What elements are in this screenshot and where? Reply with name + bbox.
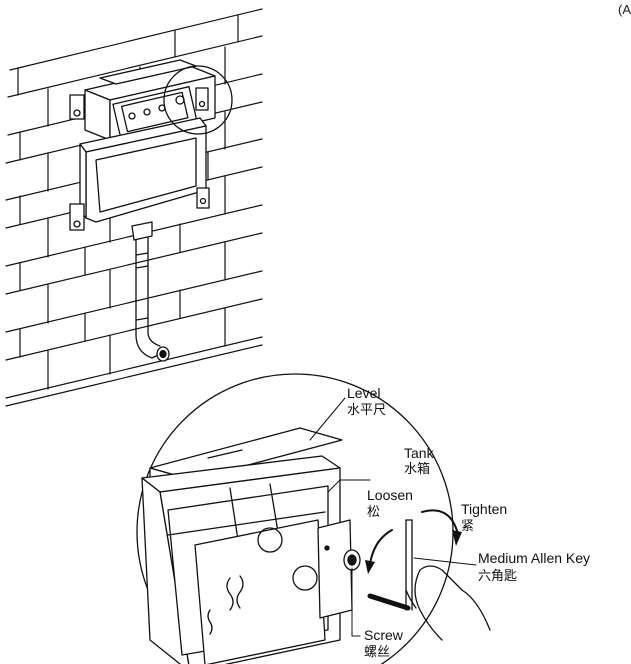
concealed-cistern xyxy=(69,59,233,362)
tighten-label: Tighten xyxy=(461,501,508,517)
allen-key xyxy=(367,519,413,611)
corner-text: (A xyxy=(618,2,631,17)
allen-key-label-zh: 六角匙 xyxy=(478,569,518,584)
tank-label-zh: 水箱 xyxy=(404,462,431,477)
hand xyxy=(405,565,491,641)
level-label: Level xyxy=(347,385,381,401)
detail-zoom xyxy=(136,373,454,664)
tank-label: Tank xyxy=(404,445,434,461)
loosen-label: Loosen xyxy=(367,487,413,503)
screw-label: Screw xyxy=(364,627,403,643)
tighten-arrow xyxy=(421,509,459,535)
allen-key-label: Medium Allen Key xyxy=(478,550,591,566)
loosen-label-zh: 松 xyxy=(367,505,381,520)
tighten-label-zh: 紧 xyxy=(461,519,475,534)
loosen-arrow xyxy=(369,529,393,565)
leader-lines xyxy=(309,397,477,637)
level-label-zh: 水平尺 xyxy=(347,403,387,418)
screw-label-zh: 螺丝 xyxy=(364,645,391,660)
